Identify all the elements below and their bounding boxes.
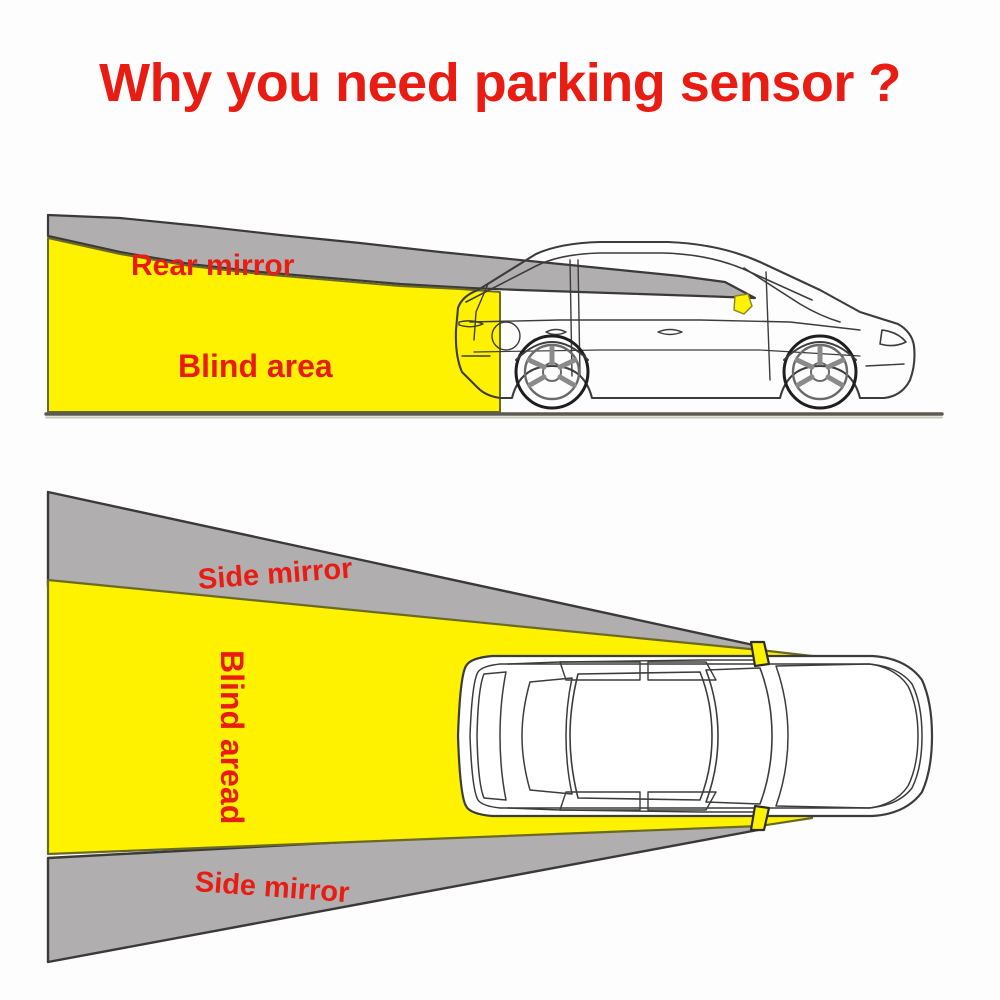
car-door-line-2 bbox=[577, 259, 581, 377]
car-upper-door-1 bbox=[559, 661, 641, 681]
rear-mirror-diagram bbox=[0, 180, 1000, 430]
label-rear-mirror: Rear mirror bbox=[131, 249, 295, 282]
car-lower-door-1 bbox=[559, 791, 641, 811]
label-blind-area: Blind area bbox=[178, 348, 333, 384]
car-hood bbox=[775, 663, 919, 809]
car-front-bumper bbox=[865, 363, 905, 367]
car-top-body-inner bbox=[469, 663, 923, 809]
car-trunk-lid bbox=[476, 671, 507, 801]
side-mirror-diagram bbox=[0, 470, 1000, 970]
car-front-wheel bbox=[782, 334, 858, 410]
car-door-line-1 bbox=[569, 259, 573, 377]
car-lower-side-line bbox=[507, 807, 763, 813]
page-title: Why you need parking sensor ? bbox=[99, 53, 901, 113]
car-side-crease bbox=[473, 349, 861, 357]
car-top-body-outline bbox=[456, 654, 934, 818]
label-blind-aread: Blind aread bbox=[214, 650, 250, 825]
car-upper-side-line bbox=[507, 659, 763, 665]
side-mirror-right-marker[interactable] bbox=[749, 804, 771, 832]
car-windshield-pillar bbox=[743, 267, 841, 323]
side-mirror-left-marker[interactable] bbox=[749, 640, 771, 668]
car-rear-wheel bbox=[514, 334, 590, 410]
rear-mirror-diagram-svg bbox=[44, 213, 944, 419]
side-mirror-diagram-svg bbox=[46, 490, 934, 964]
car-greenhouse-line bbox=[465, 252, 813, 303]
rear-view-mirror-marker bbox=[733, 293, 753, 315]
car-upper-door-2 bbox=[647, 661, 717, 681]
car-roof bbox=[569, 671, 713, 801]
car-belt-line bbox=[469, 319, 861, 331]
car-windshield bbox=[705, 667, 773, 805]
sedan-side-view bbox=[454, 240, 916, 410]
car-door-line-3 bbox=[765, 271, 771, 381]
sedan-top-view bbox=[456, 640, 934, 832]
car-lower-door-2 bbox=[647, 791, 717, 811]
car-rear-lamp bbox=[458, 320, 521, 357]
rear-blind-area-zone bbox=[47, 237, 501, 413]
car-rear-pillar bbox=[473, 283, 489, 341]
car-headlight bbox=[879, 329, 907, 347]
car-body-outline bbox=[454, 240, 916, 400]
car-door-handles bbox=[545, 328, 683, 336]
car-rear-window bbox=[521, 677, 573, 795]
